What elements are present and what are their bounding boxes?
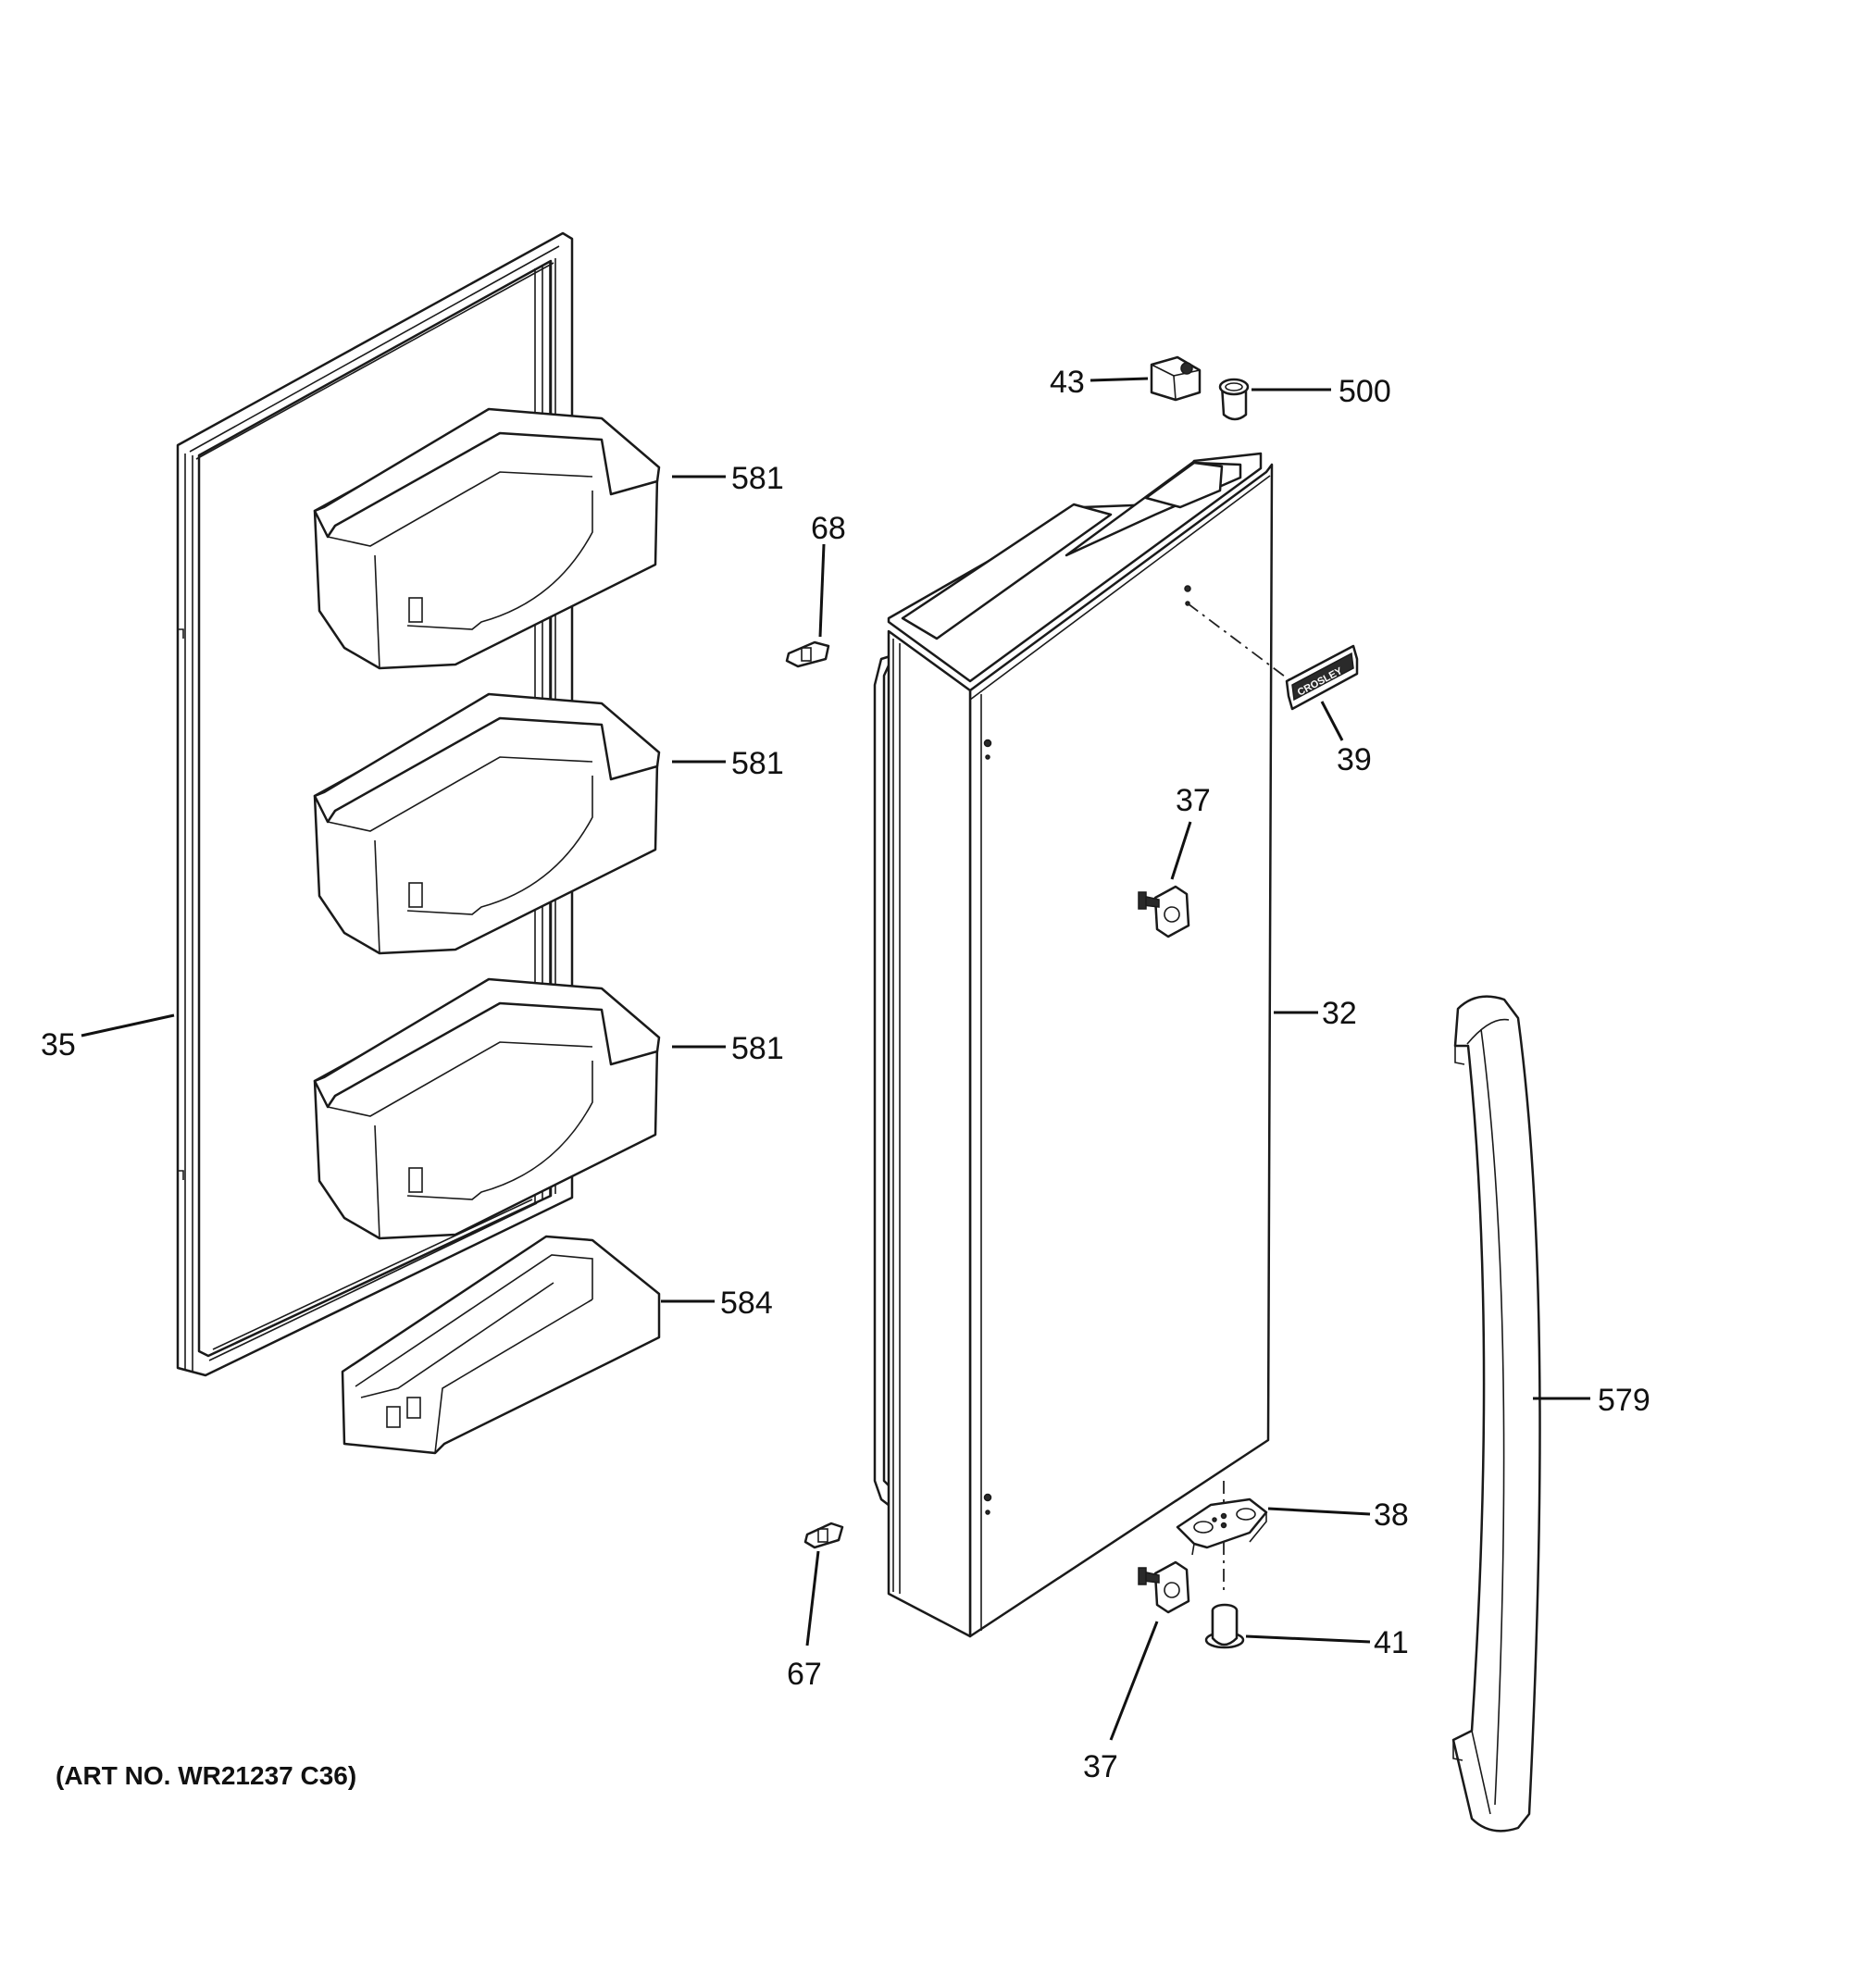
callout-38: 38 [1374, 1497, 1409, 1533]
callout-67: 67 [787, 1657, 822, 1692]
callout-584: 584 [720, 1286, 773, 1321]
door-stop-upper [1138, 885, 1190, 938]
leader-41 [1245, 1634, 1371, 1644]
door-bin-bottom [313, 977, 661, 1240]
hinge-cover [1150, 355, 1202, 402]
bottom-hinge [1176, 1481, 1268, 1592]
callout-39: 39 [1337, 742, 1372, 777]
door-bin-middle [313, 692, 661, 955]
callout-37-lower: 37 [1083, 1749, 1118, 1784]
leader-67 [805, 1550, 820, 1646]
door-bin-top [313, 407, 661, 670]
callout-43: 43 [1050, 365, 1085, 400]
door-clip-top [785, 640, 830, 668]
leader-37-lower [1109, 1621, 1159, 1741]
door-handle [1451, 995, 1541, 1833]
brand-badge: CROSLEY [1187, 603, 1359, 711]
callout-37-upper: 37 [1176, 783, 1211, 818]
leader-38 [1267, 1507, 1371, 1516]
callout-35: 35 [41, 1027, 76, 1062]
callout-581-top: 581 [731, 461, 784, 496]
leader-lines [81, 377, 1590, 1741]
bottom-bushing [1204, 1603, 1245, 1649]
leader-35 [81, 1013, 175, 1037]
callout-581-bottom: 581 [731, 1031, 784, 1066]
callout-68: 68 [811, 511, 846, 546]
door-clip-bottom [803, 1522, 844, 1549]
leader-37-upper [1170, 821, 1192, 880]
door-bin-small [341, 1235, 661, 1455]
callout-500: 500 [1339, 374, 1391, 409]
callout-579: 579 [1598, 1383, 1650, 1418]
door-stop-lower [1138, 1560, 1190, 1614]
callout-labels: 35 581 581 581 584 68 67 43 500 39 37 37… [41, 365, 1650, 1784]
art-number: (ART NO. WR21237 C36) [56, 1761, 356, 1790]
callout-41: 41 [1374, 1625, 1409, 1660]
callout-581-middle: 581 [731, 746, 784, 781]
leader-43 [1090, 377, 1149, 382]
top-bushing [1218, 378, 1250, 421]
leader-68 [818, 543, 826, 638]
callout-32: 32 [1322, 996, 1357, 1031]
refrigerator-door [873, 452, 1274, 1638]
leader-39 [1320, 701, 1344, 741]
